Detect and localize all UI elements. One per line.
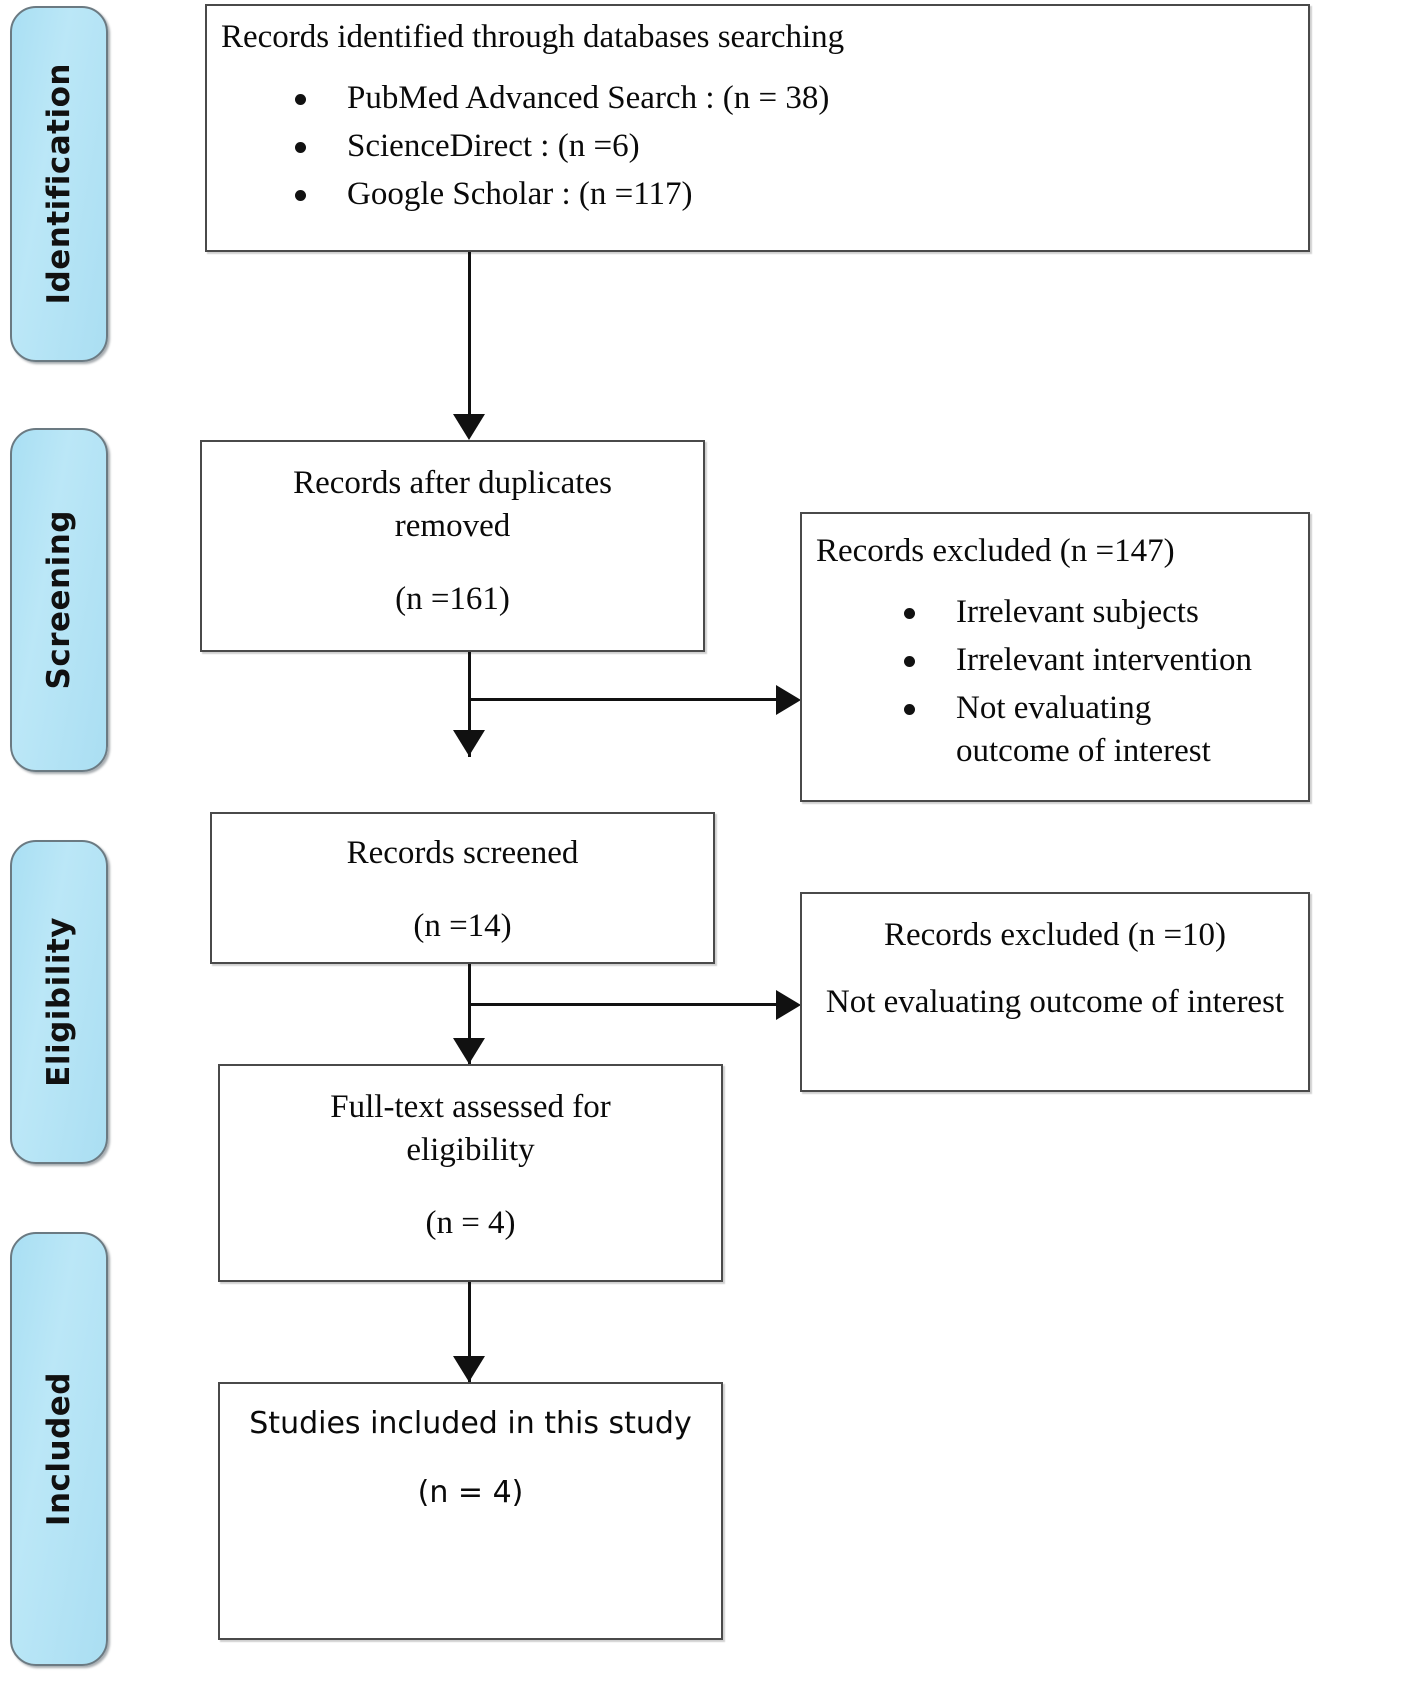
list-item-label: Irrelevant intervention bbox=[956, 642, 1252, 679]
list-item-label: Google Scholar : (n =117) bbox=[347, 176, 693, 213]
list-item-label: PubMed Advanced Search : (n = 38) bbox=[347, 79, 830, 116]
list-item: PubMed Advanced Search : (n = 38) bbox=[295, 77, 1294, 119]
box-records-excluded-10-title: Records excluded (n =10) bbox=[883, 917, 1227, 953]
stage-pill-eligibility: Eligibility bbox=[10, 840, 108, 1164]
arrow-down-icon bbox=[453, 414, 485, 440]
connector-fulltext-to-included bbox=[468, 1282, 471, 1384]
stage-label-included: Included bbox=[41, 1371, 77, 1527]
box-records-excluded-10-reason: Not evaluating outcome of interest bbox=[825, 983, 1285, 1020]
stage-label-screening: Screening bbox=[41, 510, 77, 690]
box-studies-included-count: (n = 4) bbox=[417, 1475, 524, 1510]
box-records-excluded-147-bullet-list: Irrelevant subjects Irrelevant intervent… bbox=[816, 591, 1294, 772]
connector-screened-to-excluded2 bbox=[468, 1003, 778, 1006]
box-fulltext-assessed: Full-text assessed for eligibility (n = … bbox=[218, 1064, 723, 1282]
bullet-dot-icon bbox=[904, 656, 915, 668]
box-studies-included: Studies included in this study (n = 4) bbox=[218, 1382, 723, 1640]
stage-label-identification: Identification bbox=[41, 63, 77, 305]
box-records-screened-title: Records screened bbox=[346, 835, 579, 871]
box-records-identified-bullet-list: PubMed Advanced Search : (n = 38) Scienc… bbox=[221, 77, 1294, 216]
arrow-right-icon bbox=[776, 990, 801, 1020]
list-item: Irrelevant intervention bbox=[904, 639, 1294, 681]
list-item: Not evaluating outcome of interest bbox=[904, 687, 1294, 771]
box-records-after-duplicates-count: (n =161) bbox=[395, 580, 510, 617]
stage-pill-included: Included bbox=[10, 1232, 108, 1666]
arrow-down-icon bbox=[453, 1356, 485, 1382]
list-item-label: Irrelevant subjects bbox=[956, 593, 1199, 630]
bullet-dot-icon bbox=[295, 190, 306, 202]
connector-identified-to-duplicates bbox=[468, 252, 471, 420]
list-item: Google Scholar : (n =117) bbox=[295, 173, 1294, 215]
arrow-down-icon bbox=[453, 1038, 485, 1064]
list-item: ScienceDirect : (n =6) bbox=[295, 125, 1294, 167]
box-records-excluded-10: Records excluded (n =10) Not evaluating … bbox=[800, 892, 1310, 1092]
box-records-excluded-147: Records excluded (n =147) Irrelevant sub… bbox=[800, 512, 1310, 802]
bullet-dot-icon bbox=[904, 704, 915, 716]
box-studies-included-title: Studies included in this study bbox=[249, 1406, 692, 1441]
stage-label-eligibility: Eligibility bbox=[41, 917, 77, 1087]
box-records-after-duplicates: Records after duplicates removed (n =161… bbox=[200, 440, 705, 652]
box-records-screened-count: (n =14) bbox=[413, 907, 512, 944]
box-records-after-duplicates-title: Records after duplicates removed bbox=[293, 465, 612, 544]
list-item: Irrelevant subjects bbox=[904, 591, 1294, 633]
arrow-down-icon bbox=[453, 730, 485, 756]
box-records-screened: Records screened (n =14) bbox=[210, 812, 715, 964]
bullet-dot-icon bbox=[295, 142, 306, 154]
bullet-dot-icon bbox=[904, 607, 915, 619]
box-records-identified-title: Records identified through databases sea… bbox=[221, 19, 845, 55]
connector-screened-to-fulltext bbox=[468, 964, 471, 1064]
arrow-right-icon bbox=[776, 685, 801, 715]
box-fulltext-assessed-count: (n = 4) bbox=[425, 1204, 516, 1241]
box-records-excluded-147-title: Records excluded (n =147) bbox=[816, 533, 1175, 569]
connector-duplicates-to-excluded1 bbox=[468, 698, 778, 701]
connector-duplicates-to-screened bbox=[468, 652, 471, 757]
stage-pill-screening: Screening bbox=[10, 428, 108, 772]
box-fulltext-assessed-title: Full-text assessed for eligibility bbox=[330, 1089, 611, 1168]
list-item-label: ScienceDirect : (n =6) bbox=[347, 128, 640, 165]
bullet-dot-icon bbox=[295, 93, 306, 105]
list-item-label: Not evaluating outcome of interest bbox=[956, 690, 1211, 769]
stage-pill-identification: Identification bbox=[10, 6, 108, 362]
box-records-identified: Records identified through databases sea… bbox=[205, 4, 1310, 252]
